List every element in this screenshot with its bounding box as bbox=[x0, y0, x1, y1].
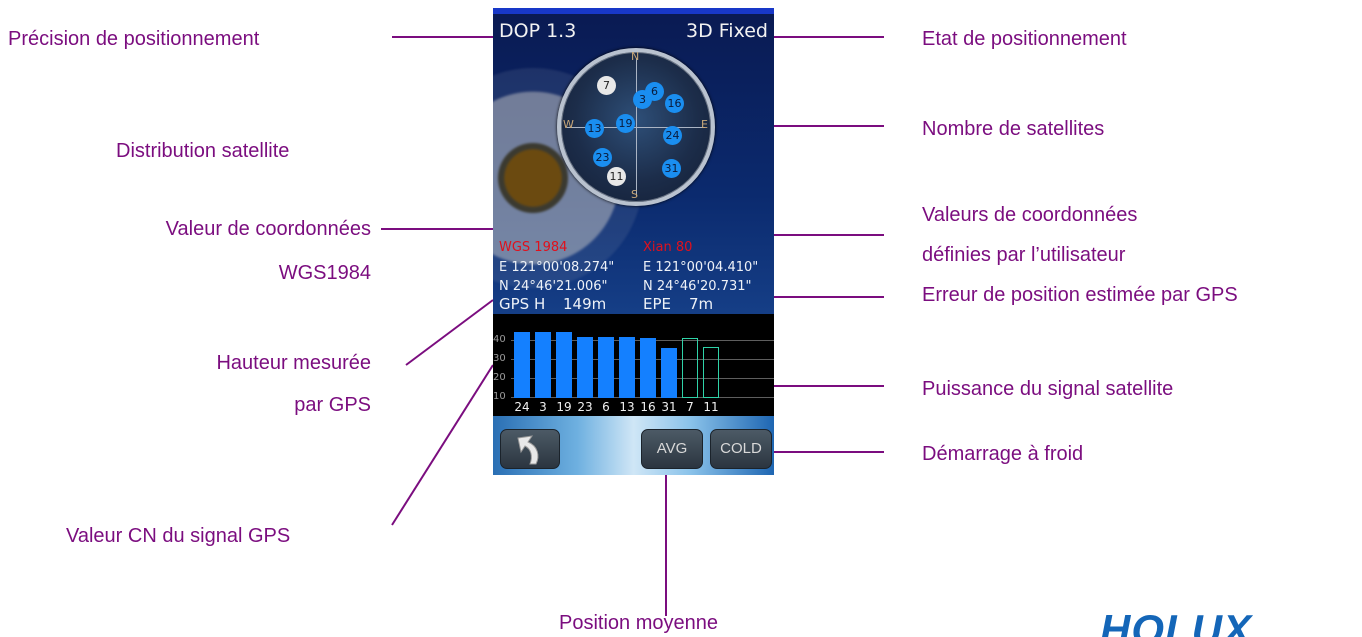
satellite-marker: 23 bbox=[593, 148, 612, 167]
callout-sat-count: Nombre de satellites bbox=[922, 118, 1105, 140]
satellite-marker: 11 bbox=[607, 167, 626, 186]
callout-cn-value: Valeur CN du signal GPS bbox=[66, 525, 291, 547]
bar-label: 19 bbox=[556, 400, 572, 414]
bar-label: 13 bbox=[619, 400, 635, 414]
callout-wgs-line1: Valeur de coordonnées bbox=[165, 218, 371, 240]
callout-user-coords-line1: Valeurs de coordonnées bbox=[922, 204, 1138, 226]
callout-user-coords-line2: définies par l’utilisateur bbox=[922, 244, 1126, 266]
fix-status: 3D Fixed bbox=[686, 20, 768, 42]
east-label: E bbox=[701, 118, 708, 131]
satellite-marker: 7 bbox=[597, 76, 616, 95]
gps-height-label: GPS H bbox=[499, 295, 546, 313]
back-button[interactable] bbox=[500, 429, 560, 469]
gps-status-screen: DOP 1.3 3D Fixed N S E W 7 3 6 16 19 13 … bbox=[493, 8, 774, 475]
signal-bar bbox=[598, 337, 614, 398]
satellite-marker: 24 bbox=[663, 126, 682, 145]
leader-line bbox=[392, 36, 493, 38]
gps-height-value: 149m bbox=[563, 295, 607, 313]
south-label: S bbox=[631, 188, 638, 201]
satellite-marker: 16 bbox=[665, 94, 684, 113]
top-bar bbox=[493, 8, 774, 14]
signal-bar bbox=[682, 338, 698, 398]
datum-wgs84: WGS 1984 bbox=[499, 240, 568, 255]
leader-line bbox=[733, 451, 884, 453]
callout-cold-start: Démarrage à froid bbox=[922, 443, 1084, 465]
west-label: W bbox=[563, 118, 574, 131]
callout-height-line2: par GPS bbox=[294, 394, 371, 416]
callout-signal-strength: Puissance du signal satellite bbox=[922, 378, 1174, 400]
callout-height-line1: Hauteur mesurée bbox=[216, 352, 371, 374]
back-arrow-icon bbox=[517, 435, 539, 465]
y-tick: 30 bbox=[493, 353, 506, 364]
callout-epe: Erreur de position estimée par GPS bbox=[922, 284, 1238, 306]
wgs84-east: E 121°00'08.274" bbox=[499, 260, 615, 275]
datum-user: Xian 80 bbox=[643, 240, 693, 255]
y-tick: 40 bbox=[493, 334, 506, 345]
leader-line bbox=[774, 36, 884, 38]
button-bar: AVG COLD bbox=[493, 416, 774, 475]
cold-start-button[interactable]: COLD bbox=[710, 429, 772, 469]
north-label: N bbox=[631, 50, 640, 63]
epe-value: 7m bbox=[689, 295, 714, 313]
signal-bar bbox=[577, 337, 593, 398]
epe-label: EPE bbox=[643, 295, 672, 313]
wgs84-north: N 24°46'21.006" bbox=[499, 279, 608, 294]
bar-label: 16 bbox=[640, 400, 656, 414]
compass-axis-horizontal bbox=[567, 127, 705, 128]
bar-label: 7 bbox=[686, 400, 694, 414]
satellite-marker: 6 bbox=[645, 82, 664, 101]
bar-label: 24 bbox=[514, 400, 530, 414]
leader-line bbox=[714, 296, 884, 298]
bar-label: 23 bbox=[577, 400, 593, 414]
leader-line bbox=[665, 454, 667, 616]
signal-bar bbox=[535, 332, 551, 398]
satellite-marker: 19 bbox=[616, 114, 635, 133]
bar-label: 11 bbox=[703, 400, 719, 414]
bar-label: 31 bbox=[661, 400, 677, 414]
callout-fix-state: Etat de positionnement bbox=[922, 28, 1127, 50]
satellite-marker: 13 bbox=[585, 119, 604, 138]
signal-strength-chart: 10 20 30 40 24 3 19 23 6 13 16 31 7 11 bbox=[493, 314, 774, 416]
callout-distribution: Distribution satellite bbox=[116, 140, 290, 162]
y-tick: 20 bbox=[493, 372, 506, 383]
holux-logo: HOLUX bbox=[1100, 606, 1252, 637]
bar-label: 3 bbox=[539, 400, 547, 414]
signal-bar bbox=[514, 332, 530, 398]
signal-bar bbox=[640, 338, 656, 398]
signal-bar bbox=[556, 332, 572, 398]
callout-avg-position: Position moyenne bbox=[559, 612, 718, 634]
leader-line bbox=[712, 234, 884, 236]
satellite-skyplot: N S E W 7 3 6 16 19 13 24 23 11 31 bbox=[557, 48, 715, 206]
callout-wgs-line2: WGS1984 bbox=[278, 262, 371, 284]
user-north: N 24°46'20.731" bbox=[643, 279, 752, 294]
y-tick: 10 bbox=[493, 391, 506, 402]
signal-bar bbox=[619, 337, 635, 398]
bar-label: 6 bbox=[602, 400, 610, 414]
signal-bar bbox=[703, 347, 719, 398]
dop-value: DOP 1.3 bbox=[499, 20, 577, 42]
avg-button[interactable]: AVG bbox=[641, 429, 703, 469]
leader-line bbox=[713, 125, 884, 127]
signal-bar bbox=[661, 348, 677, 398]
callout-precision: Précision de positionnement bbox=[8, 28, 260, 50]
leader-line bbox=[381, 228, 493, 230]
satellite-marker: 31 bbox=[662, 159, 681, 178]
user-east: E 121°00'04.410" bbox=[643, 260, 759, 275]
